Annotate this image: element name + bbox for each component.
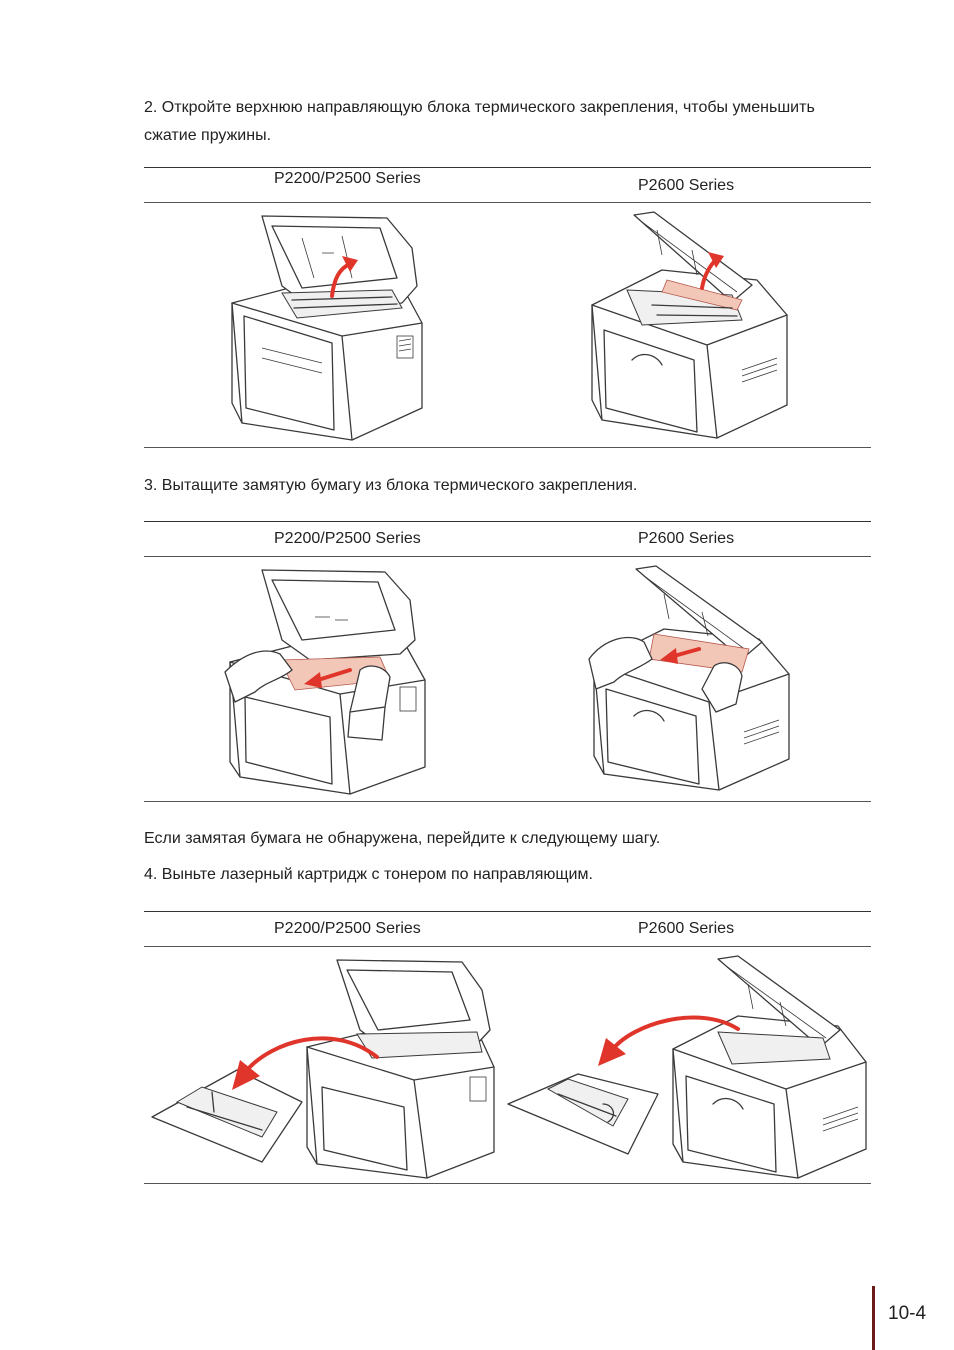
- printer-open-fuser-guide-icon: [231, 215, 423, 441]
- hands-pull-jammed-paper-icon: [224, 569, 426, 795]
- step3-text: 3. Вытащите замятую бумагу из блока терм…: [144, 477, 638, 494]
- table2-top-rule: [144, 521, 871, 522]
- table1-header-rule: [144, 202, 871, 203]
- remove-toner-cartridge-icon: [151, 959, 495, 1179]
- table3-top-rule: [144, 911, 871, 912]
- table3-bottom-rule: [144, 1183, 871, 1184]
- step2-text-line1: 2. Откройте верхнюю направляющую блока т…: [144, 99, 815, 116]
- table3-header-rule: [144, 946, 871, 947]
- page-number-bar: [872, 1286, 875, 1350]
- table3-left-label: P2200/P2500 Series: [274, 920, 421, 937]
- table1-left-label: P2200/P2500 Series: [274, 170, 421, 187]
- table2-left-label: P2200/P2500 Series: [274, 530, 421, 547]
- table2-right-label: P2600 Series: [638, 530, 735, 547]
- hands-pull-jammed-paper-icon: [588, 565, 790, 791]
- step4-text: 4. Выньте лазерный картридж с тонером по…: [144, 866, 593, 883]
- table1-bottom-rule: [144, 447, 871, 448]
- table1-right-label: P2600 Series: [638, 177, 735, 194]
- remove-toner-cartridge-icon: [507, 955, 867, 1179]
- table1-top-rule: [144, 167, 871, 168]
- table3-right-label: P2600 Series: [638, 920, 735, 937]
- table2-bottom-rule: [144, 801, 871, 802]
- page-number: 10-4: [888, 1303, 927, 1324]
- step2-text-line2: сжатие пружины.: [144, 127, 272, 144]
- printer-open-fuser-guide-icon: [591, 211, 788, 439]
- note-text: Если замятая бумага не обнаружена, перей…: [144, 830, 661, 847]
- table2-header-rule: [144, 556, 871, 557]
